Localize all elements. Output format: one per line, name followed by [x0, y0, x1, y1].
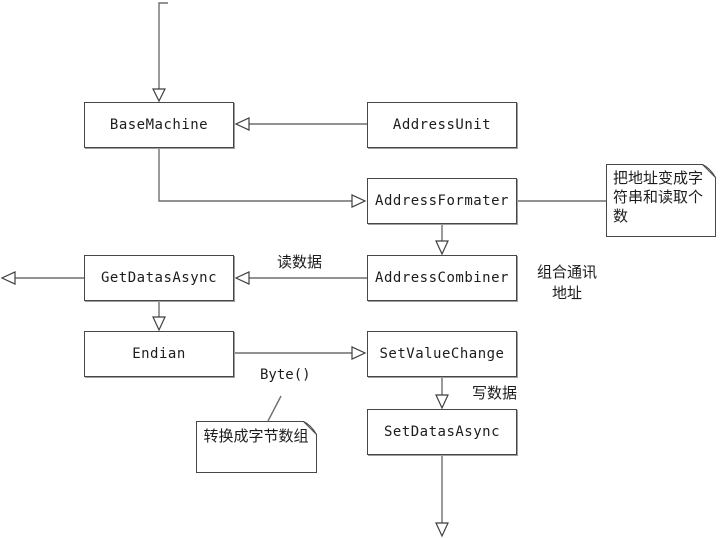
note-shape-icon: [606, 164, 716, 237]
node-basemachine[interactable]: BaseMachine: [84, 102, 234, 148]
node-setvaluechange-label: SetValueChange: [379, 346, 505, 362]
note-byte-array[interactable]: 转换成字节数组: [196, 421, 317, 473]
arrowhead-left-icon: [234, 271, 250, 285]
node-addressunit[interactable]: AddressUnit: [367, 102, 517, 148]
edge-label-byte-call: Byte(): [260, 367, 311, 383]
edge-label-read-data: 读数据: [277, 253, 323, 271]
node-addressformater[interactable]: AddressFormater: [367, 178, 517, 224]
connector-basemachine-addressformater: [158, 149, 352, 202]
note-address-format-text: 把地址变成字符串和读取个数: [613, 169, 704, 225]
node-setdatasasync[interactable]: SetDatasAsync: [367, 409, 517, 455]
node-endian-label: Endian: [132, 346, 186, 362]
node-endian[interactable]: Endian: [84, 331, 234, 377]
edge-label-combine-address: 组合通讯 地址: [536, 263, 597, 302]
node-getdatasasync-label: GetDatasAsync: [100, 270, 218, 286]
node-addresscombiner[interactable]: AddressCombiner: [367, 255, 517, 301]
node-addressunit-label: AddressUnit: [392, 117, 492, 133]
arrowhead-left-icon: [234, 117, 250, 131]
note-shape-icon: [196, 421, 317, 473]
node-setvaluechange[interactable]: SetValueChange: [367, 331, 517, 377]
note-address-format[interactable]: 把地址变成字符串和读取个数: [606, 164, 716, 237]
edge-label-write-data: 写数据: [472, 384, 518, 402]
arrowhead-down-icon: [435, 240, 449, 256]
arrowhead-right-icon: [351, 346, 367, 360]
arrowhead-down-icon: [435, 394, 449, 410]
node-basemachine-label: BaseMachine: [109, 117, 209, 133]
node-addressformater-label: AddressFormater: [375, 193, 509, 209]
arrowhead-left-icon: [0, 271, 16, 285]
node-getdatasasync[interactable]: GetDatasAsync: [84, 255, 234, 301]
arrowhead-down-icon: [152, 88, 166, 103]
connector-top-entry: [158, 2, 168, 89]
connector-note-bytearray: [267, 395, 282, 422]
node-addresscombiner-label: AddressCombiner: [375, 270, 509, 286]
arrowhead-down-icon: [152, 316, 166, 332]
note-byte-array-text: 转换成字节数组: [203, 427, 309, 445]
arrowhead-right-icon: [351, 194, 367, 208]
node-setdatasasync-label: SetDatasAsync: [383, 424, 501, 440]
arrowhead-down-icon: [435, 522, 449, 538]
